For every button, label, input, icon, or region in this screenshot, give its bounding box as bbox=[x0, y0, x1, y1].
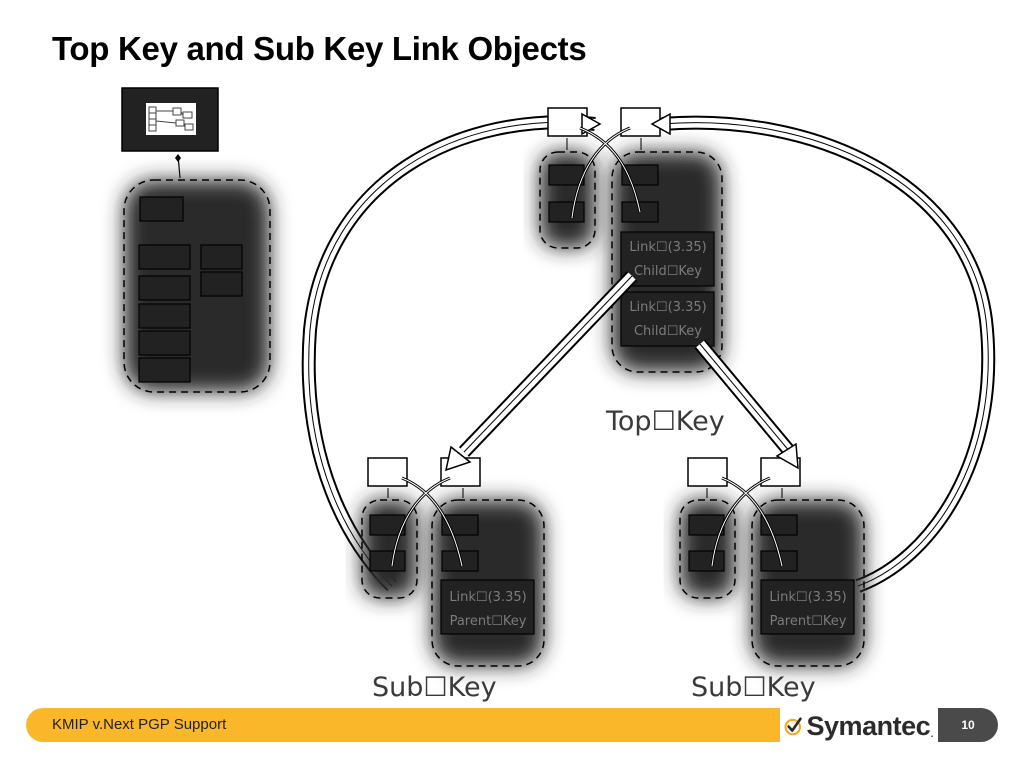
sub-key-right-label: Sub☐Key bbox=[691, 672, 816, 703]
top-link-1-text: Link☐(3.35) Child☐Key bbox=[622, 236, 714, 284]
top-key-head-box bbox=[547, 107, 588, 137]
arrow-heads bbox=[444, 112, 799, 472]
top-link-object-1 bbox=[620, 231, 715, 287]
top-key-head-box bbox=[620, 107, 661, 137]
top-link-object-2 bbox=[620, 291, 715, 347]
legend-group bbox=[121, 87, 271, 393]
link-ellipse bbox=[301, 115, 996, 593]
sub-link-object-left bbox=[440, 579, 535, 635]
page-number: 10 bbox=[938, 708, 998, 742]
brand-name: Symantec bbox=[806, 710, 931, 741]
top-link-1-line1: Link☐(3.35) bbox=[629, 240, 707, 255]
legend-object-box bbox=[138, 275, 191, 301]
top-link-2-line2: Child☐Key bbox=[633, 324, 702, 339]
sub-link-left-text: Link☐(3.35) Parent☐Key bbox=[442, 586, 534, 634]
legend-object-box bbox=[138, 330, 191, 356]
legend-object-box bbox=[200, 271, 243, 297]
sub-link-right-line1: Link☐(3.35) bbox=[769, 590, 847, 605]
sub-link-left-line1: Link☐(3.35) bbox=[449, 590, 527, 605]
sub-link-right-line2: Parent☐Key bbox=[769, 614, 847, 629]
top-link-2-line1: Link☐(3.35) bbox=[629, 300, 707, 315]
sub-link-left-line2: Parent☐Key bbox=[449, 614, 527, 629]
legend-object-box bbox=[139, 196, 184, 222]
legend-object-box bbox=[138, 303, 191, 329]
check-logo-icon bbox=[784, 717, 802, 736]
sub-link-right-text: Link☐(3.35) Parent☐Key bbox=[762, 586, 854, 634]
sub-key-left-head-box bbox=[367, 457, 408, 487]
slide-title: Top Key and Sub Key Link Objects bbox=[52, 30, 587, 67]
sub-link-object-right bbox=[760, 579, 855, 635]
top-link-1-line2: Child☐Key bbox=[633, 264, 702, 279]
brand-dot: . bbox=[930, 724, 934, 740]
footer-text: KMIP v.Next PGP Support bbox=[52, 716, 227, 733]
legend-object-box bbox=[138, 357, 191, 383]
child-link-arrows bbox=[458, 271, 796, 457]
sub-key-right-head-box bbox=[760, 457, 801, 487]
footer-bar bbox=[26, 708, 780, 742]
key-link-diagram bbox=[121, 87, 996, 667]
legend-object-box bbox=[138, 244, 191, 270]
legend-object-box bbox=[200, 244, 243, 270]
top-link-2-text: Link☐(3.35) Child☐Key bbox=[622, 296, 714, 344]
sub-key-right-group bbox=[679, 457, 865, 667]
top-key-label: Top☐Key bbox=[606, 406, 725, 437]
sub-key-right-head-box bbox=[687, 457, 728, 487]
brand-logo: Symantec . bbox=[784, 706, 934, 746]
sub-key-left-label: Sub☐Key bbox=[372, 672, 497, 703]
sub-key-left-group bbox=[361, 457, 545, 667]
